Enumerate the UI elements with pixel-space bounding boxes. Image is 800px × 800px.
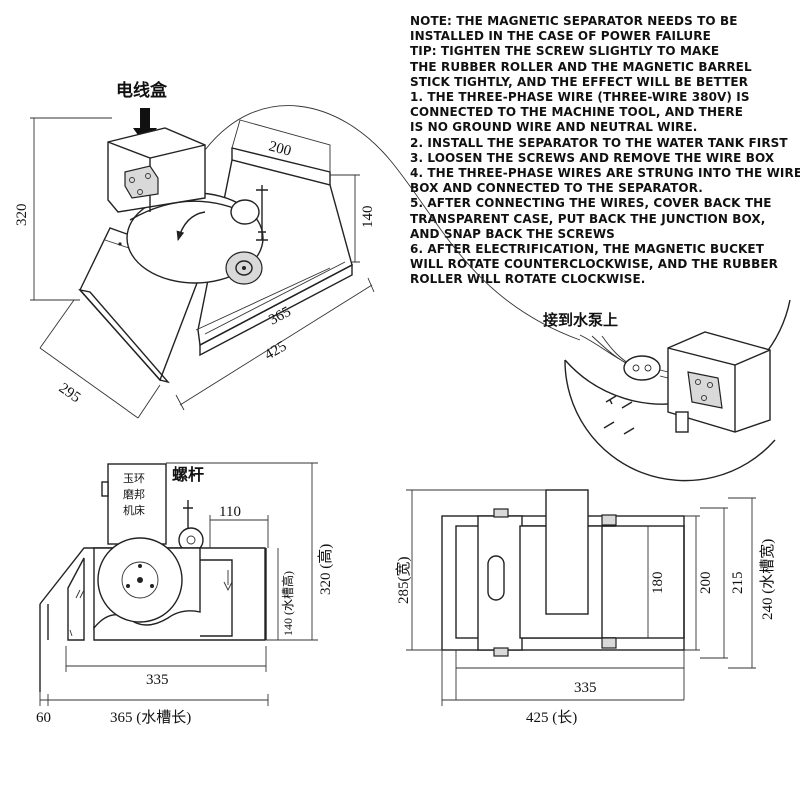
wire-box-label: 电线盒 <box>116 80 168 101</box>
top-wire-box <box>545 489 589 615</box>
iso-dim-140: 140 <box>360 206 376 229</box>
note-line: CONNECTED TO THE MACHINE TOOL, AND THERE <box>410 105 744 120</box>
note-line: THE RUBBER ROLLER AND THE MAGNETIC BARRE… <box>410 59 752 74</box>
top-dim-180: 180 <box>650 572 666 595</box>
installation-notes: NOTE: THE MAGNETIC SEPARATOR NEEDS TO BE… <box>410 14 800 288</box>
note-line: TRANSPARENT CASE, PUT BACK THE JUNCTION … <box>410 211 766 226</box>
iso-dim-295: 295 <box>56 380 84 406</box>
front-dim-110: 110 <box>219 504 241 520</box>
note-line: 6. AFTER ELECTRIFICATION, THE MAGNETIC B… <box>410 242 764 257</box>
front-tank-outline <box>39 547 266 641</box>
note-line: 5. AFTER CONNECTING THE WIRES, COVER BAC… <box>410 196 772 211</box>
note-line: 1. THE THREE-PHASE WIRE (THREE-WIRE 380V… <box>410 90 750 105</box>
note-line: 3. LOOSEN THE SCREWS AND REMOVE THE WIRE… <box>410 150 775 165</box>
isometric-view: 电线盒 320 20 <box>14 80 376 419</box>
front-dim-140: 140 (水槽高) <box>280 571 295 636</box>
iso-dim-320: 320 <box>14 204 30 227</box>
top-dim-285: 285(宽) <box>395 557 412 605</box>
top-view: 285(宽) 180 200 215 240 (水槽宽) 335 425 (长) <box>395 489 776 726</box>
screw-label: 螺杆 <box>172 465 204 484</box>
note-line: ROLLER WILL ROTATE CLOCKWISE. <box>410 272 646 287</box>
machine-label-line3: 机床 <box>123 503 145 517</box>
note-line: 2. INSTALL THE SEPARATOR TO THE WATER TA… <box>410 135 788 150</box>
top-dim-200: 200 <box>698 572 714 595</box>
pump-connection-label: 接到水泵上 <box>543 311 618 329</box>
note-line: IS NO GROUND WIRE AND NEUTRAL WIRE. <box>410 120 698 135</box>
front-dim-365: 365 (水槽长) <box>110 709 191 726</box>
adjust-screw-iso <box>256 185 268 241</box>
note-line: AND SNAP BACK THE SCREWS <box>410 226 615 241</box>
wire-box <box>107 127 206 213</box>
front-dim-320: 320 (高) <box>317 544 334 595</box>
top-dim-425: 425 (长) <box>526 709 577 726</box>
note-line: WILL ROTATE COUNTERCLOCKWISE, AND THE RU… <box>410 257 778 272</box>
wire-box-detail: 接到水泵上 <box>543 299 791 482</box>
note-line: 4. THE THREE-PHASE WIRES ARE STRUNG INTO… <box>410 166 800 181</box>
note-line: NOTE: THE MAGNETIC SEPARATOR NEEDS TO BE <box>410 14 738 28</box>
top-dim-215: 215 <box>730 572 746 595</box>
front-view: 玉环 磨邦 机床 螺杆 110 320 (高) 140 (水槽高) <box>36 462 334 726</box>
note-line: BOX AND CONNECTED TO THE SEPARATOR. <box>410 181 703 196</box>
iso-dim-200: 200 <box>267 138 293 159</box>
note-line: TIP: TIGHTEN THE SCREW SLIGHTLY TO MAKE <box>410 44 720 59</box>
iso-dim-425: 425 <box>262 338 289 363</box>
top-dim-240: 240 (水槽宽) <box>759 539 776 620</box>
front-dim-335: 335 <box>146 672 169 688</box>
small-plate <box>675 411 689 433</box>
front-dim-60: 60 <box>36 710 51 726</box>
rubber-roller <box>230 199 260 225</box>
note-line: INSTALLED IN THE CASE OF POWER FAILURE <box>410 29 711 44</box>
machine-label-line2: 磨邦 <box>123 488 145 501</box>
note-line: STICK TIGHTLY, AND THE EFFECT WILL BE BE… <box>410 74 749 89</box>
detail-leader-curve <box>204 105 581 341</box>
machine-label-box <box>107 463 167 545</box>
top-dim-335: 335 <box>574 680 597 696</box>
machine-label-line1: 玉环 <box>123 472 145 485</box>
